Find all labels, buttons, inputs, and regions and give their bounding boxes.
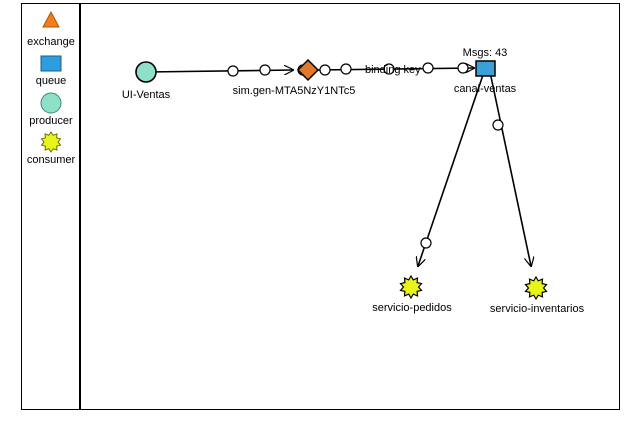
consumer-burst-icon bbox=[40, 131, 62, 153]
waypoint bbox=[340, 63, 352, 75]
legend-producer bbox=[21, 92, 81, 117]
waypoint bbox=[492, 119, 504, 131]
waypoint bbox=[420, 237, 432, 249]
producer-node[interactable] bbox=[135, 61, 157, 83]
waypoint bbox=[319, 64, 331, 76]
exchange-node[interactable] bbox=[296, 58, 320, 82]
legend-producer-label: producer bbox=[29, 115, 73, 127]
consumer-node-servicio-pedidos[interactable] bbox=[399, 274, 423, 300]
exchange-label: sim.gen-MTA5NzY1NTc5 bbox=[233, 85, 356, 97]
consumer1-label: servicio-pedidos bbox=[372, 302, 452, 314]
queue-node[interactable] bbox=[475, 60, 496, 77]
exchange-triangle-icon bbox=[42, 10, 60, 28]
edge-producer-exchange bbox=[145, 70, 293, 72]
edge-queue-consumer1 bbox=[418, 71, 485, 266]
producer-circle-icon bbox=[40, 92, 62, 114]
legend-consumer-label: consumer bbox=[26, 154, 76, 166]
producer-label: UI-Ventas bbox=[122, 89, 171, 101]
waypoint bbox=[259, 64, 271, 76]
consumer2-label: servicio-inventarios bbox=[490, 303, 585, 315]
legend-consumer bbox=[21, 131, 81, 156]
queue-messages-label: Msgs: 43 bbox=[463, 47, 508, 59]
legend-queue-label: queue bbox=[35, 75, 67, 87]
waypoint bbox=[227, 65, 239, 77]
legend-queue bbox=[21, 55, 81, 76]
queue-rect-icon bbox=[40, 55, 62, 72]
waypoint bbox=[383, 63, 395, 75]
edge-queue-consumer2 bbox=[489, 71, 531, 266]
legend-panel: exchange queue producer consumer bbox=[21, 3, 81, 410]
queue-label: canal-ventas bbox=[454, 83, 517, 95]
waypoint bbox=[457, 62, 469, 74]
legend-exchange bbox=[21, 10, 81, 32]
diagram-frame bbox=[21, 3, 620, 410]
waypoint bbox=[422, 62, 434, 74]
consumer-node-servicio-inventarios[interactable] bbox=[524, 275, 548, 301]
binding-key-label: binding key bbox=[365, 64, 421, 76]
legend-exchange-label: exchange bbox=[27, 36, 75, 48]
